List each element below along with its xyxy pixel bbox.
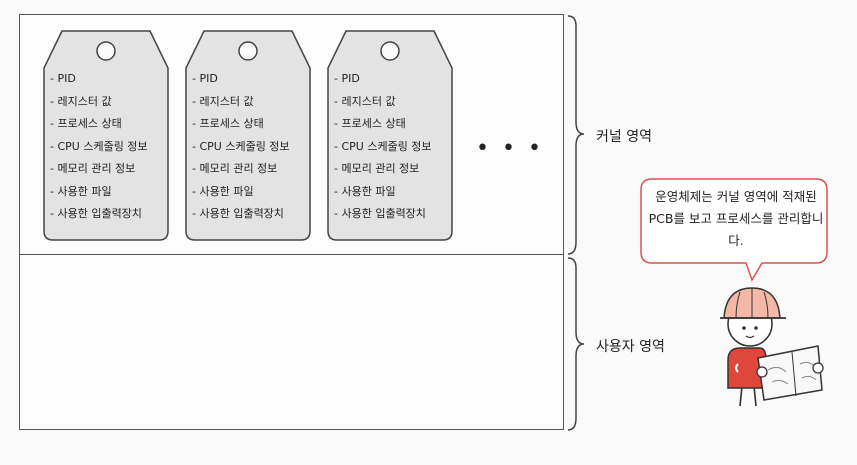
pcb-field: 프로세스 상태 bbox=[334, 113, 432, 136]
pcb-field: 사용한 입출력장치 bbox=[334, 203, 432, 226]
pcb-field: 레지스터 값 bbox=[334, 91, 432, 114]
pcb-field-list: PID 레지스터 값 프로세스 상태 CPU 스케줄링 정보 메모리 관리 정보… bbox=[50, 68, 148, 226]
pcb-field: PID bbox=[50, 68, 148, 91]
speech-bubble-shape bbox=[640, 178, 828, 282]
pcb-tag: PID 레지스터 값 프로세스 상태 CPU 스케줄링 정보 메모리 관리 정보… bbox=[42, 30, 170, 242]
user-region-label: 사용자 영역 bbox=[596, 339, 665, 355]
pcb-field: CPU 스케줄링 정보 bbox=[334, 136, 431, 159]
pcb-field: 메모리 관리 정보 bbox=[50, 158, 148, 181]
pcb-field: 레지스터 값 bbox=[192, 91, 290, 114]
speech-bubble: 운영체제는 커널 영역에 적재된 PCB를 보고 프로세스를 관리합니다. bbox=[640, 178, 828, 282]
pcb-field: PID bbox=[192, 68, 290, 91]
pcb-field: 프로세스 상태 bbox=[50, 113, 148, 136]
user-region-brace bbox=[567, 257, 585, 431]
pcb-field: 사용한 입출력장치 bbox=[192, 203, 290, 226]
pcb-tag: PID 레지스터 값 프로세스 상태 CPU 스케줄링 정보 메모리 관리 정보… bbox=[184, 30, 312, 242]
speech-bubble-text: 운영체제는 커널 영역에 적재된 PCB를 보고 프로세스를 관리합니다. bbox=[648, 189, 824, 248]
pcb-tag: PID 레지스터 값 프로세스 상태 CPU 스케줄링 정보 메모리 관리 정보… bbox=[326, 30, 454, 242]
pcb-field: 사용한 파일 bbox=[192, 181, 290, 204]
pcb-field: 메모리 관리 정보 bbox=[334, 158, 432, 181]
pcb-field: 사용한 파일 bbox=[50, 181, 148, 204]
kernel-region-label: 커널 영역 bbox=[596, 129, 652, 145]
pcb-field: CPU 스케줄링 정보 bbox=[50, 136, 147, 159]
kernel-user-divider bbox=[19, 254, 564, 255]
pcb-field: CPU 스케줄링 정보 bbox=[192, 136, 289, 159]
more-pcbs-ellipsis: • • • bbox=[476, 136, 544, 161]
pcb-field: 메모리 관리 정보 bbox=[192, 158, 290, 181]
pcb-field: 사용한 파일 bbox=[334, 181, 432, 204]
pcb-field: 프로세스 상태 bbox=[192, 113, 290, 136]
pcb-field: 사용한 입출력장치 bbox=[50, 203, 148, 226]
kernel-region-brace bbox=[567, 15, 585, 255]
worker-character-illustration bbox=[720, 287, 824, 407]
pcb-field-list: PID 레지스터 값 프로세스 상태 CPU 스케줄링 정보 메모리 관리 정보… bbox=[334, 68, 432, 226]
pcb-field-list: PID 레지스터 값 프로세스 상태 CPU 스케줄링 정보 메모리 관리 정보… bbox=[192, 68, 290, 226]
pcb-field: PID bbox=[334, 68, 432, 91]
pcb-field: 레지스터 값 bbox=[50, 91, 148, 114]
